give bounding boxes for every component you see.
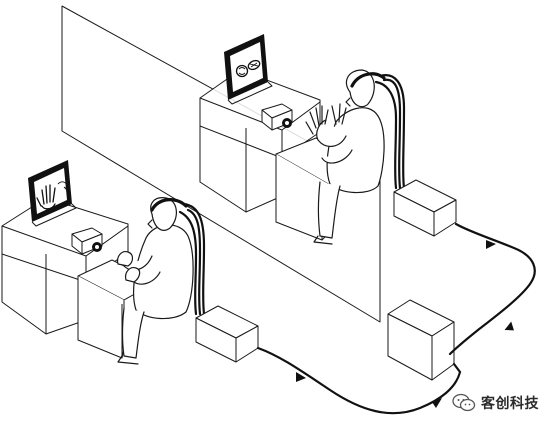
acquisition-unit: [387, 299, 455, 381]
back-camera: [261, 103, 293, 131]
back-amplifier-box: [393, 179, 457, 237]
front-camera: [71, 227, 103, 255]
front-participant: [117, 197, 206, 365]
signal-cables: [256, 222, 536, 415]
watermark: 客创科技: [452, 391, 539, 415]
back-participant: [305, 69, 406, 245]
hand-gesture-icon: [36, 181, 69, 210]
watermark-text: 客创科技: [481, 396, 539, 412]
wechat-icon: [452, 393, 476, 412]
rock-paper-scissors-icon: [235, 59, 261, 78]
front-amplifier-box: [195, 305, 259, 363]
arrow-icon: [296, 240, 514, 408]
